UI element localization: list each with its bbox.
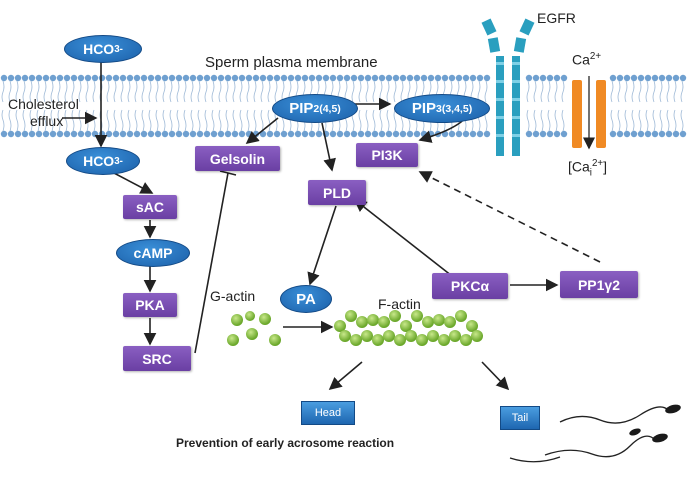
calcium-channel-icon [572, 76, 606, 150]
head-label-box: Head [301, 401, 355, 425]
calcium-label: Ca2+ [572, 51, 602, 68]
f-actin-filament [334, 310, 483, 346]
pka-node: PKA [123, 293, 177, 317]
pa-node: PA [280, 285, 332, 313]
pld-node: PLD [308, 180, 366, 205]
cholesterol-efflux-label: Cholesterol efflux [8, 96, 79, 129]
acrosome-caption: Prevention of early acrosome reaction [176, 436, 395, 450]
pi3k-node: PI3K [356, 143, 418, 167]
tail-label-box: Tail [500, 406, 540, 430]
pkca-node: PKCα [432, 273, 508, 299]
f-actin-label: F-actin [378, 296, 421, 312]
g-actin-monomers [227, 311, 281, 346]
intracellular-calcium-label: [Cai2+] [568, 158, 608, 179]
g-actin-label: G-actin [210, 288, 256, 304]
pp1g2-node: PP1γ2 [560, 271, 638, 298]
gelsolin-node: Gelsolin [195, 146, 280, 171]
membrane-label: Sperm plasma membrane [205, 54, 378, 71]
egfr-receptor-icon [481, 18, 535, 156]
sperm-cells-icon [509, 406, 669, 463]
src-node: SRC [123, 346, 191, 371]
egfr-label: EGFR [537, 10, 576, 26]
sac-node: sAC [123, 195, 177, 219]
camp-node: cAMP [116, 239, 190, 267]
pathway-arrows [62, 62, 601, 391]
